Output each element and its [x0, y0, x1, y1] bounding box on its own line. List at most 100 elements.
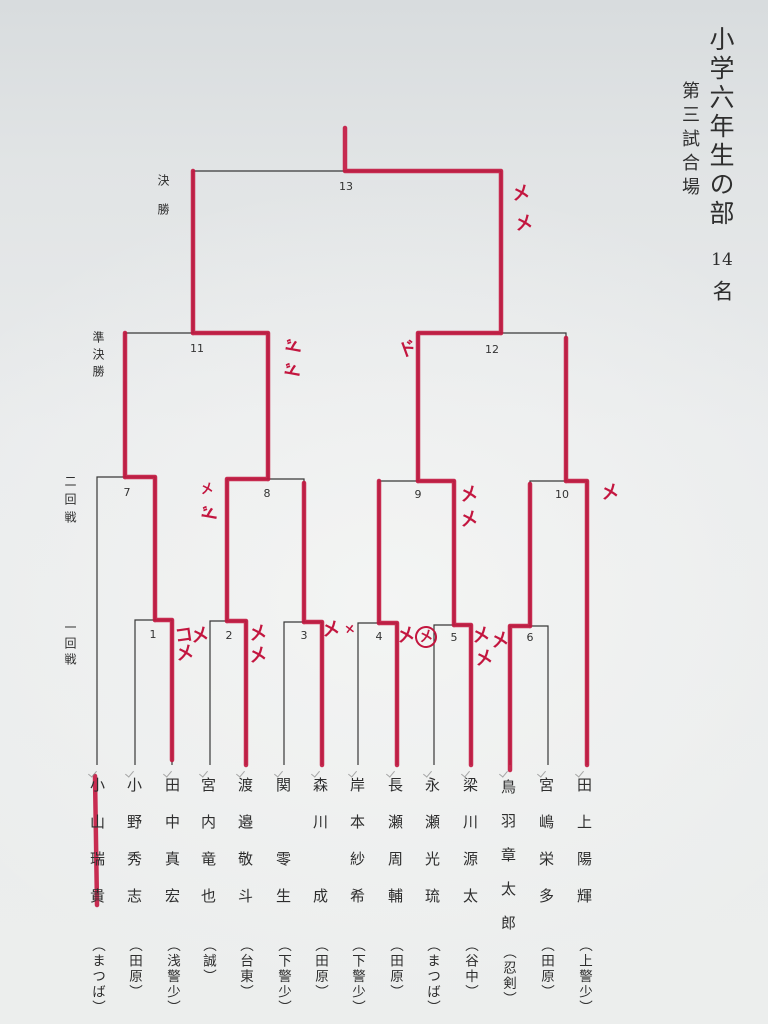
score-mark: メ [199, 481, 215, 498]
player-entry: 田上陽輝 （上警少） [574, 770, 594, 1020]
match-7-bracket [96, 476, 156, 765]
match-1-bracket [134, 619, 173, 765]
round-label-second: 二回戦 [63, 475, 77, 529]
player-entry: 鳥羽章太郎 （忍剣） [498, 770, 518, 1020]
player-entry: 梁川源太 （谷中） [460, 770, 480, 1020]
player-team: （田原） [312, 938, 328, 1000]
player-name: 小山瑞貴 [88, 777, 106, 925]
score-mark: ド [198, 503, 223, 525]
match-number-2: 2 [225, 629, 233, 642]
winner-path-11 [190, 330, 271, 482]
player-team: （まつば） [89, 938, 105, 1016]
match-number-4: 4 [375, 630, 383, 643]
player-name: 岸本紗希 [348, 777, 366, 925]
player-entry: 永瀬光琉 （まつば） [422, 770, 442, 1020]
score-mark: メ [510, 181, 532, 206]
match-number-12: 12 [485, 343, 499, 356]
score-mark: メ [247, 621, 269, 646]
round-label-semifinal: 準決勝 [91, 331, 105, 382]
match-4-bracket [357, 622, 398, 765]
winner-path-9 [415, 478, 457, 628]
winner-path-6 [507, 623, 533, 773]
match-number-5: 5 [450, 631, 458, 644]
winner-path-13 [342, 125, 504, 336]
player-entry: 宮内竜也 （誠） [198, 770, 218, 1020]
player-name: 渡邉敬斗 [236, 777, 254, 925]
match-number-8: 8 [263, 487, 271, 500]
red-pen-paths [92, 125, 590, 908]
player-name: 鳥羽章太郎 [499, 779, 517, 949]
player-name: 永瀬光琉 [423, 777, 441, 925]
player-entry: 岸本紗希 （下警少） [347, 770, 367, 1020]
match-8-bracket [226, 478, 305, 622]
match-number-11: 11 [190, 342, 204, 355]
player-team: （上警少） [576, 938, 592, 1016]
round-label-first: 一回戦 [63, 621, 77, 669]
winner-path-2 [224, 618, 249, 768]
score-mark: メ [513, 211, 535, 236]
venue-label: 第三試合場 [679, 81, 700, 201]
match-number-1: 1 [149, 628, 157, 641]
match-13-bracket [192, 170, 502, 333]
winner-path-3 [301, 619, 325, 768]
player-name: 田中真宏 [163, 777, 181, 925]
player-name: 梁川源太 [461, 777, 479, 925]
score-mark: ド [281, 360, 306, 382]
player-team: （田原） [538, 938, 554, 1000]
score-mark: メ [458, 482, 480, 507]
player-name: 宮嶋栄多 [537, 777, 555, 925]
player-team: （田原） [126, 938, 142, 1000]
player-entry: 小野秀志 （田原） [124, 770, 144, 1020]
participant-count-unit: 名 [710, 280, 734, 301]
player-team: （台東） [237, 938, 253, 1000]
match-number-6: 6 [526, 631, 534, 644]
score-mark: メ [489, 628, 511, 653]
player-entry: 長瀬周輔 （田原） [385, 770, 405, 1020]
match-6-bracket [509, 625, 549, 765]
player-team: （忍剣） [500, 945, 516, 1007]
winner-path-4 [376, 620, 400, 768]
player-team: （浅警少） [164, 938, 180, 1016]
player-team: （田原） [387, 938, 403, 1000]
match-number-13: 13 [339, 180, 353, 193]
winner-path-10 [563, 478, 590, 768]
score-mark: メ [247, 643, 269, 668]
participant-count: 14 [711, 250, 733, 270]
player-team: （まつば） [424, 938, 440, 1016]
player-entry: 田中真宏 （浅警少） [162, 770, 182, 1020]
winner-path-7 [122, 474, 158, 623]
player-name: 長瀬周輔 [386, 777, 404, 925]
match-2-bracket [209, 620, 247, 765]
player-name: 小野秀志 [125, 777, 143, 925]
match-number-3: 3 [300, 629, 308, 642]
match-number-7: 7 [123, 486, 131, 499]
match-3-bracket [283, 621, 323, 765]
match-number-9: 9 [414, 488, 422, 501]
player-name: 宮内竜也 [199, 777, 217, 925]
player-name: 森川 成 [311, 777, 329, 925]
player-team: （下警少） [275, 938, 291, 1016]
player-entry: 宮嶋栄多 （田原） [536, 770, 556, 1020]
winner-path-5 [451, 622, 474, 768]
match-10-bracket [529, 480, 588, 765]
player-name: 田上陽輝 [575, 777, 593, 925]
score-mark: メ [174, 641, 196, 666]
player-entry: 小山瑞貴 （まつば） [87, 770, 107, 1020]
winner-path-8 [224, 476, 271, 624]
winner-path-12 [415, 330, 504, 484]
player-team: （下警少） [349, 938, 365, 1016]
player-name: 関 零生 [274, 777, 292, 925]
match-5-bracket [433, 624, 472, 765]
winner-path-1 [152, 617, 175, 763]
player-team: （誠） [200, 938, 216, 985]
round-label-final: 決勝 [156, 174, 170, 232]
score-mark: メ [599, 480, 621, 505]
score-mark: ド [282, 336, 307, 358]
player-entry: 関 零生 （下警少） [273, 770, 293, 1020]
player-team: （谷中） [462, 938, 478, 1000]
player-entry: 森川 成 （田原） [310, 770, 330, 1020]
score-mark: メ [458, 507, 480, 532]
player-entry: 渡邉敬斗 （台東） [235, 770, 255, 1020]
